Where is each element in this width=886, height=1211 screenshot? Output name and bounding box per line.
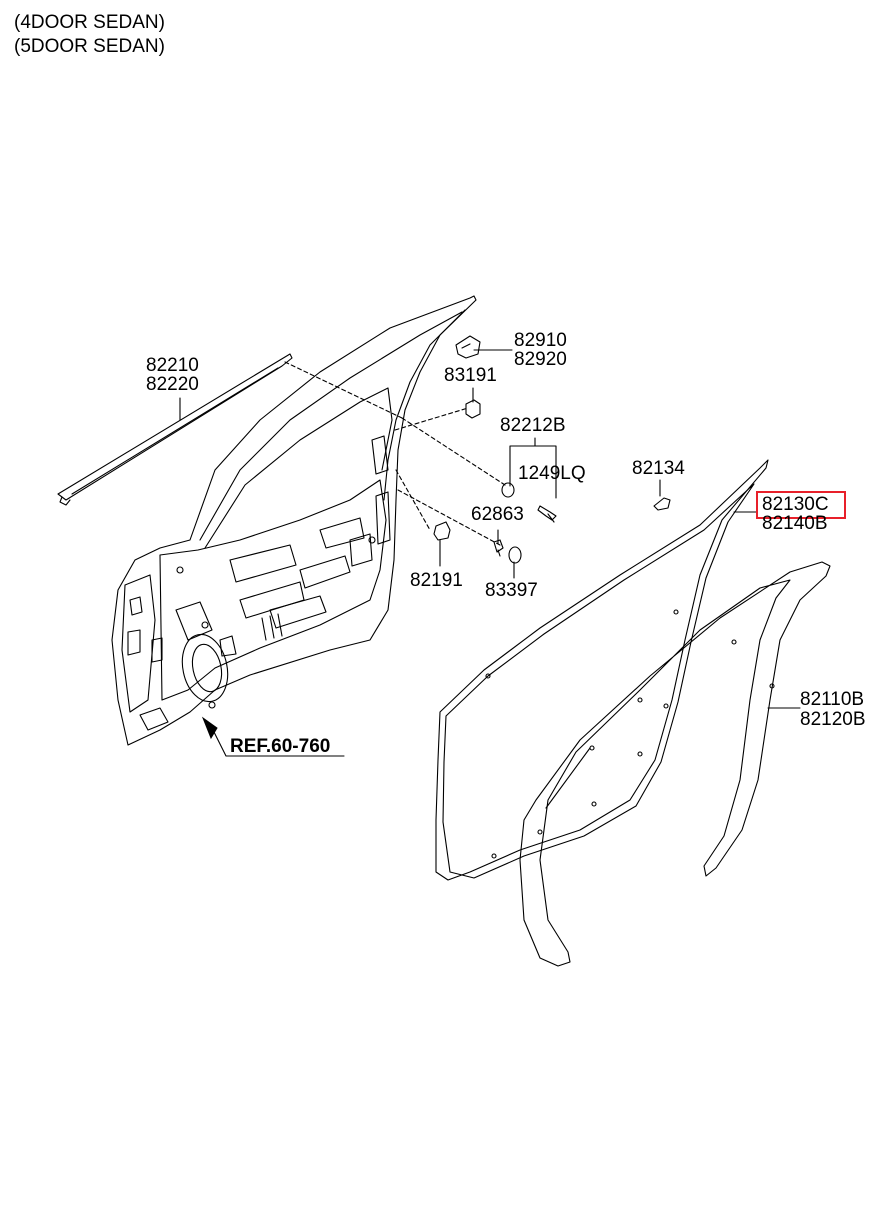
label-83191: 83191 bbox=[444, 365, 497, 386]
phantom-lines bbox=[284, 361, 506, 546]
label-82210: 82210 bbox=[146, 355, 199, 376]
bolt-1249lq bbox=[537, 505, 557, 523]
label-82920: 82920 bbox=[514, 349, 567, 370]
highlight-box bbox=[756, 491, 846, 519]
label-82910: 82910 bbox=[514, 330, 567, 351]
header-line-2: (5DOOR SEDAN) bbox=[14, 36, 165, 57]
washer-82212b bbox=[501, 482, 515, 498]
body-weatherstrip-82110b bbox=[519, 561, 831, 967]
label-82130c: 82130C bbox=[762, 494, 829, 515]
clip-82134 bbox=[653, 497, 671, 511]
door-frame bbox=[111, 295, 477, 746]
grommet-83191 bbox=[465, 399, 481, 419]
label-82134: 82134 bbox=[632, 458, 685, 479]
beltline-weatherstrip bbox=[57, 353, 293, 506]
clip-82191 bbox=[433, 521, 451, 541]
label-82212b: 82212B bbox=[500, 415, 566, 436]
label-83397: 83397 bbox=[485, 580, 538, 601]
label-82110b: 82110B bbox=[800, 689, 865, 710]
label-82120b: 82120B bbox=[800, 709, 866, 730]
leader-lines bbox=[179, 349, 801, 757]
ref-label: REF.60-760 bbox=[230, 736, 331, 757]
label-1249lq: 1249LQ bbox=[518, 463, 586, 484]
ref-arrow-icon bbox=[201, 716, 218, 740]
label-82140b: 82140B bbox=[762, 513, 828, 534]
plug-83397 bbox=[508, 546, 522, 564]
header-line-1: (4DOOR SEDAN) bbox=[14, 12, 165, 33]
door-weatherstrip-82130c bbox=[435, 459, 769, 881]
clip-82910 bbox=[455, 335, 481, 359]
label-62863: 62863 bbox=[471, 504, 524, 525]
label-82220: 82220 bbox=[146, 374, 199, 395]
label-82191: 82191 bbox=[410, 570, 463, 591]
